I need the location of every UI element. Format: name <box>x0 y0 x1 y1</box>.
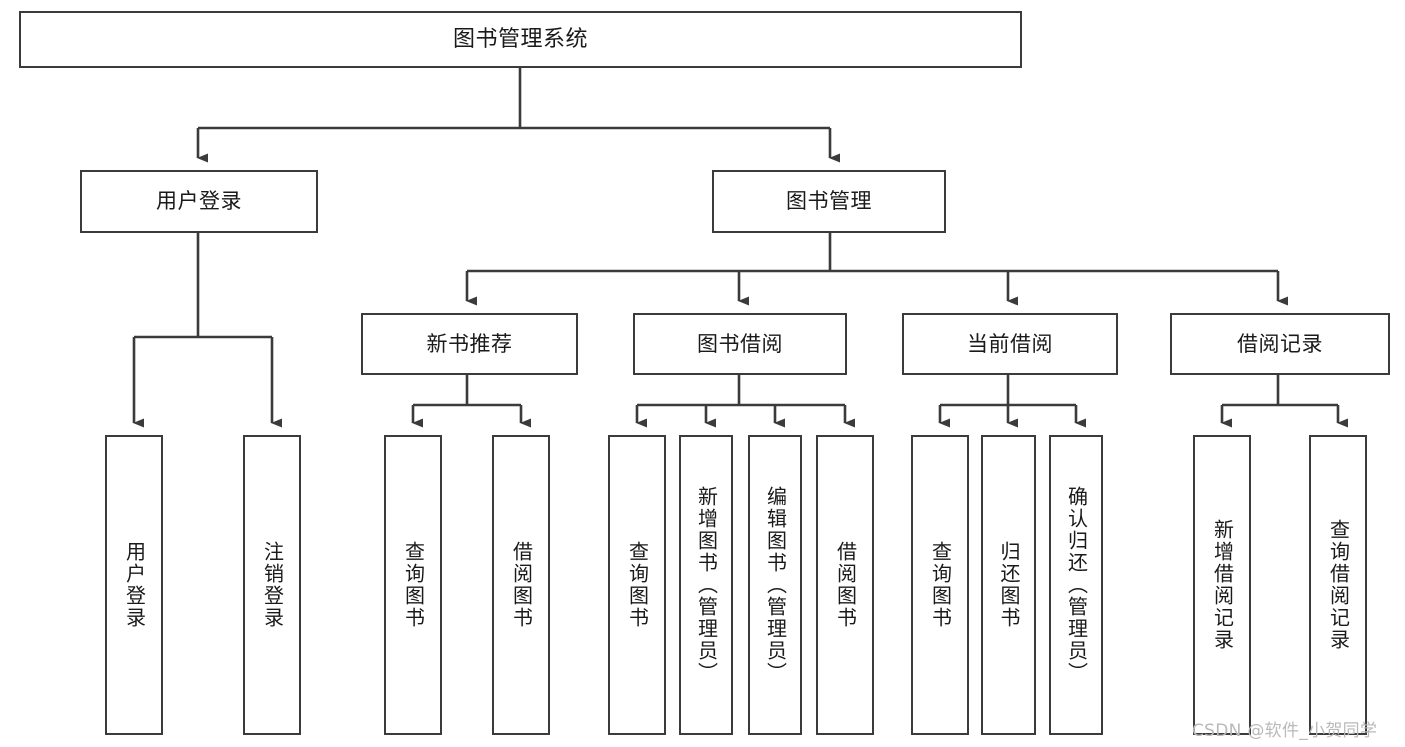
node-label: 当前借阅 <box>967 331 1053 356</box>
node-root-system[interactable]: 图书管理系统 <box>19 11 1022 68</box>
leaf-user-login[interactable]: 用户登录 <box>105 435 163 735</box>
leaf-borrow-book[interactable]: 借阅图书 <box>816 435 874 735</box>
node-label: 查询图书 <box>401 541 426 629</box>
node-new-book-recommend[interactable]: 新书推荐 <box>361 313 578 375</box>
node-label: 归还图书 <box>997 541 1021 629</box>
leaf-edit-book-admin[interactable]: 编辑图书（管理员） <box>748 435 802 735</box>
node-label: 借阅记录 <box>1237 331 1323 356</box>
node-label: 确认归还（管理员） <box>1064 486 1089 684</box>
node-label: 新增图书（管理员） <box>694 486 719 684</box>
leaf-confirm-return-admin[interactable]: 确认归还（管理员） <box>1049 435 1103 735</box>
node-book-borrow[interactable]: 图书借阅 <box>633 313 847 375</box>
leaf-query-book-borrow[interactable]: 查询图书 <box>608 435 666 735</box>
leaf-return-book[interactable]: 归还图书 <box>981 435 1036 735</box>
node-current-borrow[interactable]: 当前借阅 <box>902 313 1118 375</box>
leaf-add-book-admin[interactable]: 新增图书（管理员） <box>679 435 733 735</box>
node-label: 借阅图书 <box>509 541 534 629</box>
leaf-add-borrow-record[interactable]: 新增借阅记录 <box>1193 435 1251 735</box>
leaf-query-borrow-record[interactable]: 查询借阅记录 <box>1309 435 1367 735</box>
node-label: 图书借阅 <box>697 331 783 356</box>
node-label: 注销登录 <box>260 541 285 629</box>
node-label: 新增借阅记录 <box>1210 519 1235 651</box>
node-label: 用户登录 <box>122 541 147 629</box>
node-label: 用户登录 <box>156 189 242 214</box>
leaf-query-book-current[interactable]: 查询图书 <box>911 435 969 735</box>
node-label: 查询借阅记录 <box>1326 519 1351 651</box>
node-label: 新书推荐 <box>426 331 513 356</box>
node-label: 图书管理 <box>786 189 872 214</box>
node-borrow-records[interactable]: 借阅记录 <box>1170 313 1390 375</box>
node-label: 借阅图书 <box>833 541 858 629</box>
leaf-logout[interactable]: 注销登录 <box>243 435 301 735</box>
node-label: 查询图书 <box>625 541 650 629</box>
node-book-management[interactable]: 图书管理 <box>712 170 946 233</box>
node-label: 查询图书 <box>928 541 953 629</box>
node-label: 图书管理系统 <box>452 26 588 52</box>
leaf-borrow-book-recommend[interactable]: 借阅图书 <box>492 435 550 735</box>
leaf-query-book-recommend[interactable]: 查询图书 <box>384 435 442 735</box>
node-user-login[interactable]: 用户登录 <box>80 170 318 233</box>
node-label: 编辑图书（管理员） <box>763 486 788 684</box>
